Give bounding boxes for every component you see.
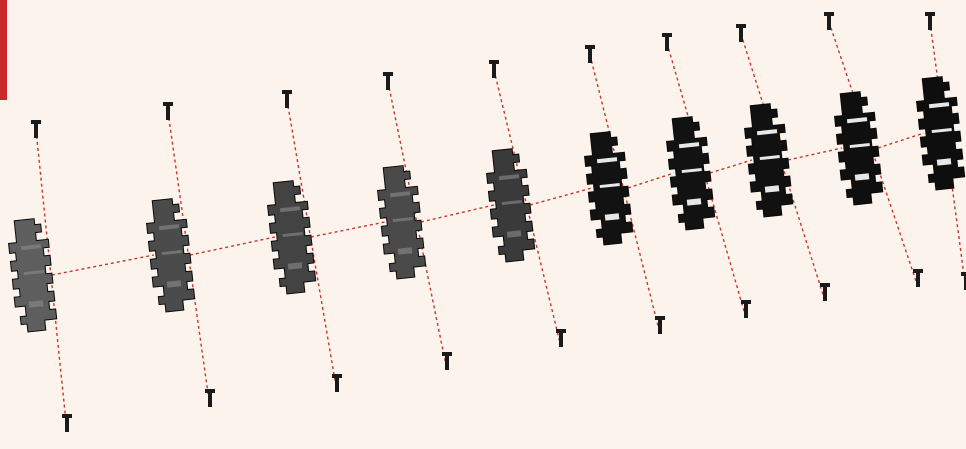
screw-icon: [736, 24, 746, 42]
part-detail: [389, 191, 411, 198]
part-detail: [764, 185, 780, 193]
screw-icon: [205, 389, 215, 407]
screw-icon: [282, 90, 292, 108]
part-detail: [498, 174, 520, 181]
screw-guide-line: [286, 99, 338, 393]
screw-icon: [332, 374, 342, 392]
puzzle-link-part-icon: [267, 180, 317, 295]
screw-icon: [383, 72, 393, 90]
part-detail: [849, 142, 870, 149]
part-detail: [596, 157, 618, 164]
link-part-9: [834, 91, 884, 206]
link-part-7: [666, 116, 716, 231]
parts-group: [8, 76, 966, 333]
part-detail: [928, 102, 950, 109]
link-part-1: [8, 218, 58, 333]
puzzle-link-part-icon: [916, 76, 966, 191]
screw-icon: [585, 45, 595, 63]
puzzle-link-part-icon: [666, 116, 716, 231]
screw-icon: [925, 12, 935, 30]
puzzle-link-part-icon: [744, 103, 794, 218]
link-part-10: [916, 76, 966, 191]
main-guide-segment: [709, 159, 753, 174]
puzzle-link-part-icon: [486, 148, 536, 263]
link-part-5: [486, 148, 536, 263]
part-detail: [397, 247, 413, 255]
part-detail: [28, 300, 44, 308]
screw-icon: [961, 272, 966, 290]
main-guide-segment: [877, 132, 925, 149]
main-guide-segment: [529, 187, 593, 206]
screw-guide-line: [167, 111, 211, 408]
puzzle-link-part-icon: [377, 165, 427, 280]
part-detail: [604, 213, 620, 221]
part-detail: [854, 173, 870, 181]
part-detail: [759, 154, 780, 161]
screw-icon: [820, 283, 830, 301]
screw-icon: [31, 120, 41, 138]
screw-icon: [913, 269, 923, 287]
main-guide-segment: [420, 204, 495, 223]
link-part-3: [267, 180, 317, 295]
screw-icon: [824, 12, 834, 30]
part-detail: [158, 224, 180, 231]
screw-icon: [442, 352, 452, 370]
link-part-6: [584, 131, 634, 246]
link-part-2: [146, 198, 196, 313]
screw-icon: [556, 329, 566, 347]
screws-group: [31, 12, 966, 432]
part-detail: [681, 167, 702, 174]
part-detail: [279, 206, 301, 213]
screw-icon: [489, 60, 499, 78]
main-guide-segment: [310, 221, 386, 238]
main-guide-segment: [627, 172, 675, 189]
link-part-8: [744, 103, 794, 218]
screw-icon: [62, 414, 72, 432]
main-guide-segment: [51, 254, 155, 276]
link-part-4: [377, 165, 427, 280]
part-detail: [282, 231, 303, 238]
part-detail: [686, 198, 702, 206]
screw-icon: [655, 316, 665, 334]
part-detail: [20, 244, 42, 251]
part-detail: [931, 127, 952, 134]
puzzle-link-part-icon: [146, 198, 196, 313]
puzzle-link-part-icon: [8, 218, 58, 333]
part-detail: [392, 216, 413, 223]
part-detail: [756, 129, 778, 136]
part-detail: [506, 230, 522, 238]
part-detail: [936, 158, 952, 166]
screw-icon: [662, 33, 672, 51]
puzzle-link-part-icon: [834, 91, 884, 206]
main-guide-segment: [189, 236, 276, 256]
part-detail: [287, 262, 303, 270]
part-detail: [678, 142, 700, 149]
part-detail: [161, 249, 182, 256]
part-detail: [501, 199, 522, 206]
screw-icon: [163, 102, 173, 120]
screw-icon: [741, 300, 751, 318]
part-detail: [23, 269, 44, 276]
part-detail: [599, 182, 620, 189]
accent-bar: [0, 0, 7, 100]
part-detail: [166, 280, 182, 288]
main-guide-segment: [787, 147, 843, 161]
puzzle-link-part-icon: [584, 131, 634, 246]
part-detail: [846, 117, 868, 124]
